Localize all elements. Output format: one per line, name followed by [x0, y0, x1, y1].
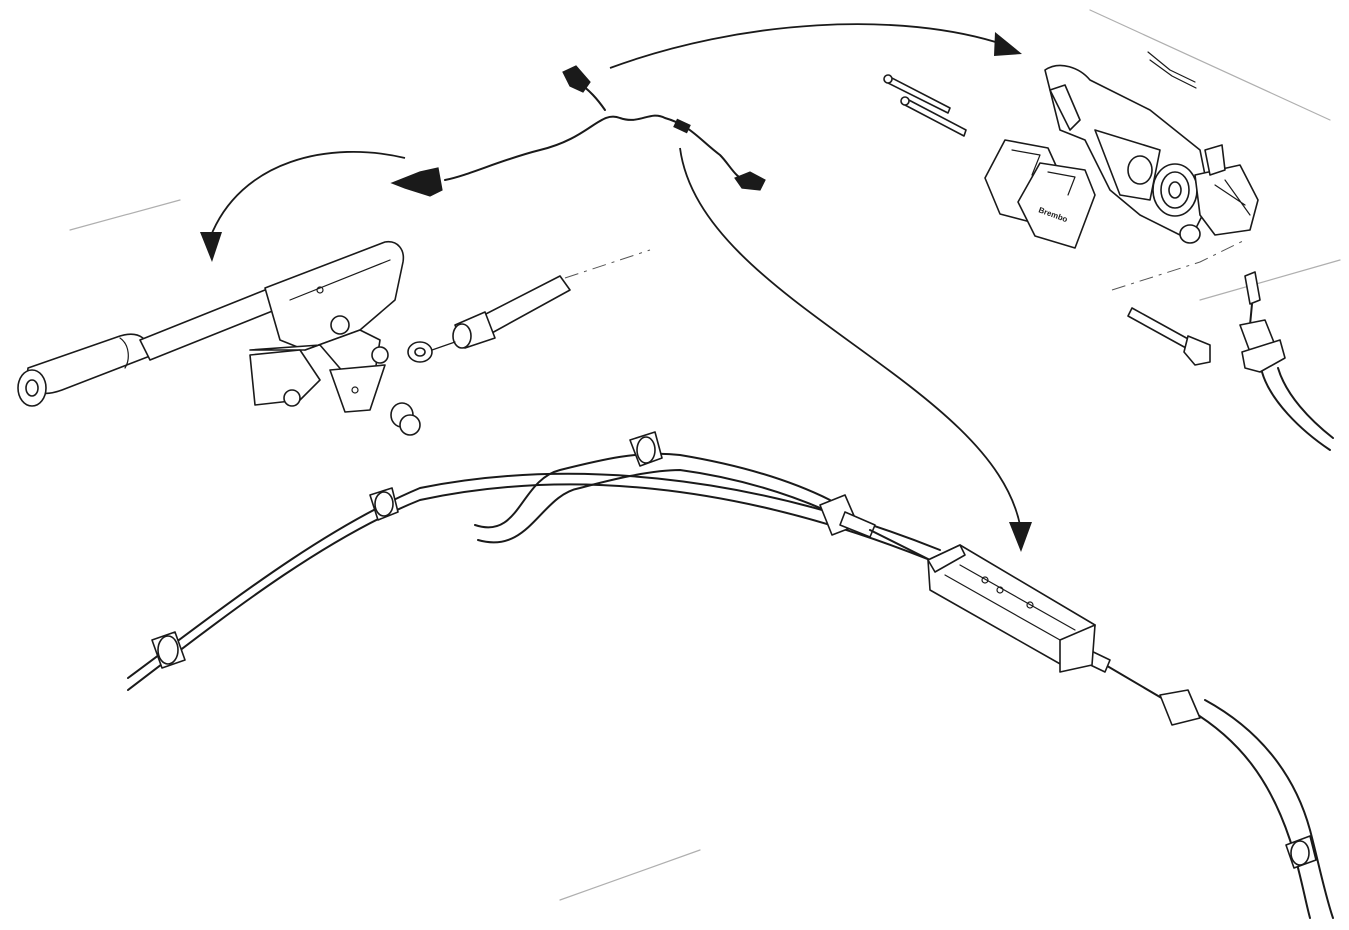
mounting-bolt — [1111, 239, 1246, 366]
pad-spring-clip — [1147, 51, 1197, 89]
brake-pads: Brembo — [984, 139, 1096, 249]
rear-cable-left — [474, 452, 831, 544]
cable-adjuster-right — [1079, 647, 1201, 726]
arrow-to-lever — [200, 151, 406, 262]
construction-lines — [69, 9, 1341, 901]
caliper-assembly — [1044, 64, 1259, 244]
cable-clip-4 — [1285, 835, 1317, 869]
guide-pins — [883, 74, 967, 137]
switch-connector-top — [562, 65, 591, 93]
cable-clip-2 — [369, 487, 399, 521]
arrow-to-caliper — [609, 23, 1022, 69]
rear-cable-right — [1079, 649, 1334, 919]
cable-clip-3 — [629, 431, 663, 467]
front-cable — [127, 472, 941, 691]
switch-connector-right — [734, 171, 766, 191]
switch-connector-left — [390, 167, 443, 197]
handbrake-lever — [17, 240, 405, 413]
harness-clip — [673, 118, 691, 134]
caliper-cable-end — [1239, 271, 1334, 451]
lever-cable-fittings — [390, 249, 651, 436]
arrow-to-equalizer — [679, 147, 1032, 552]
warning-switch-harness — [390, 65, 766, 197]
cable-equalizer — [927, 544, 1096, 673]
cable-adjuster-left — [819, 494, 931, 561]
cable-clips — [151, 431, 1317, 869]
cable-clip-1 — [151, 631, 186, 669]
